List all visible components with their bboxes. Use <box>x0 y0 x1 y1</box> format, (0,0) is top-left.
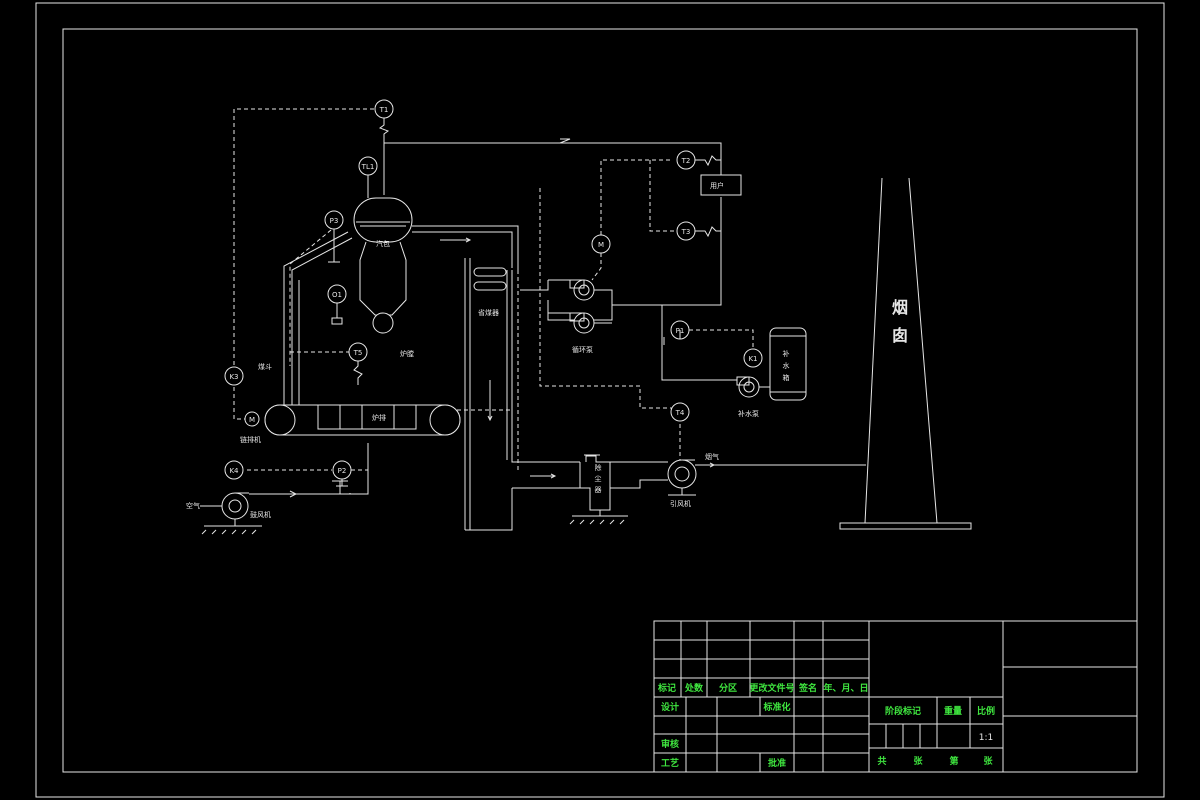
label-air: 空气 <box>186 501 200 510</box>
instrument-t1: T1 <box>379 106 389 114</box>
label-dust-1: 除 <box>595 463 602 472</box>
instrument-k4: K4 <box>229 467 239 475</box>
tb-sheet-no: 第 <box>949 755 958 767</box>
label-circ-pump: 循环泵 <box>572 345 593 354</box>
instrument-p2: P2 <box>338 467 347 475</box>
tb-scale-value: 1:1 <box>979 733 993 743</box>
chimney <box>839 177 972 530</box>
tb-scale: 比例 <box>977 705 995 717</box>
tb-weight: 重量 <box>944 705 962 717</box>
dust-collector <box>572 454 628 517</box>
instrument-tl1: TL1 <box>361 163 375 171</box>
tb-stage-mark: 阶段标记 <box>885 705 921 717</box>
instrument-circles <box>224 99 763 487</box>
label-tank-2: 水 <box>783 361 790 370</box>
instrument-t4: T4 <box>675 409 685 417</box>
tb-header-zone: 分区 <box>719 682 737 694</box>
label-dust-2: 尘 <box>595 474 602 483</box>
fd-fan <box>204 492 262 527</box>
label-hopper: 煤斗 <box>258 362 272 371</box>
label-dust-3: 器 <box>595 486 602 494</box>
label-flue-gas: 烟气 <box>705 452 719 461</box>
label-grate-motor: 链排机 <box>240 435 261 444</box>
tb-sheets-total: 共 <box>877 755 886 767</box>
tb-process: 工艺 <box>661 757 679 769</box>
instrument-k3: K3 <box>229 373 238 381</box>
tb-approve: 批准 <box>768 757 786 769</box>
outer-border <box>35 2 1165 798</box>
instrument-pump-m: M <box>598 241 604 249</box>
boiler-drum <box>353 197 413 334</box>
instrument-p1: P1 <box>676 327 685 335</box>
label-fd-fan: 鼓风机 <box>250 510 271 519</box>
label-user: 用户 <box>710 181 724 190</box>
circulation-pumps <box>548 279 612 334</box>
tb-header-date: 年、月、日 <box>823 682 868 694</box>
tb-sheets-unit1: 张 <box>913 755 923 767</box>
instrument-p3: P3 <box>330 217 339 225</box>
label-furnace: 炉膛 <box>400 349 414 358</box>
label-chimney-1: 烟 <box>892 298 908 317</box>
label-makeup-pump: 补水泵 <box>738 409 759 418</box>
instrument-k1: K1 <box>748 355 757 363</box>
tb-header-change-doc: 更改文件号 <box>749 682 794 694</box>
instrument-t2: T2 <box>681 157 691 165</box>
label-tank-1: 补 <box>783 349 790 358</box>
makeup-pump <box>736 376 770 398</box>
instrument-t3: T3 <box>681 228 691 236</box>
label-grate: 炉排 <box>372 413 386 422</box>
label-economizer: 省煤器 <box>478 308 499 317</box>
tb-standardization: 标准化 <box>762 701 790 713</box>
tb-review: 审核 <box>661 738 679 750</box>
user-box <box>700 174 742 196</box>
water-tank <box>769 327 807 401</box>
tb-sheets-unit2: 张 <box>983 755 993 767</box>
chain-grate <box>264 404 461 436</box>
instrument-m: M <box>249 416 255 424</box>
economizer-duct <box>464 258 519 531</box>
tb-header-mark: 标记 <box>657 682 676 694</box>
tb-header-count: 处数 <box>684 682 704 694</box>
tb-header-signature: 签名 <box>798 682 817 694</box>
label-drum: 汽包 <box>376 239 390 248</box>
instrument-o1: O1 <box>332 291 342 299</box>
inner-border <box>62 28 1138 773</box>
signal-lines <box>233 108 754 471</box>
ground-hatches <box>201 519 625 535</box>
tb-design: 设计 <box>661 701 679 713</box>
id-fan <box>667 459 697 496</box>
label-chimney-2: 囱 <box>892 326 908 345</box>
instrument-t5: T5 <box>353 349 363 357</box>
label-tank-3: 箱 <box>783 373 790 382</box>
label-id-fan: 引风机 <box>670 499 691 508</box>
